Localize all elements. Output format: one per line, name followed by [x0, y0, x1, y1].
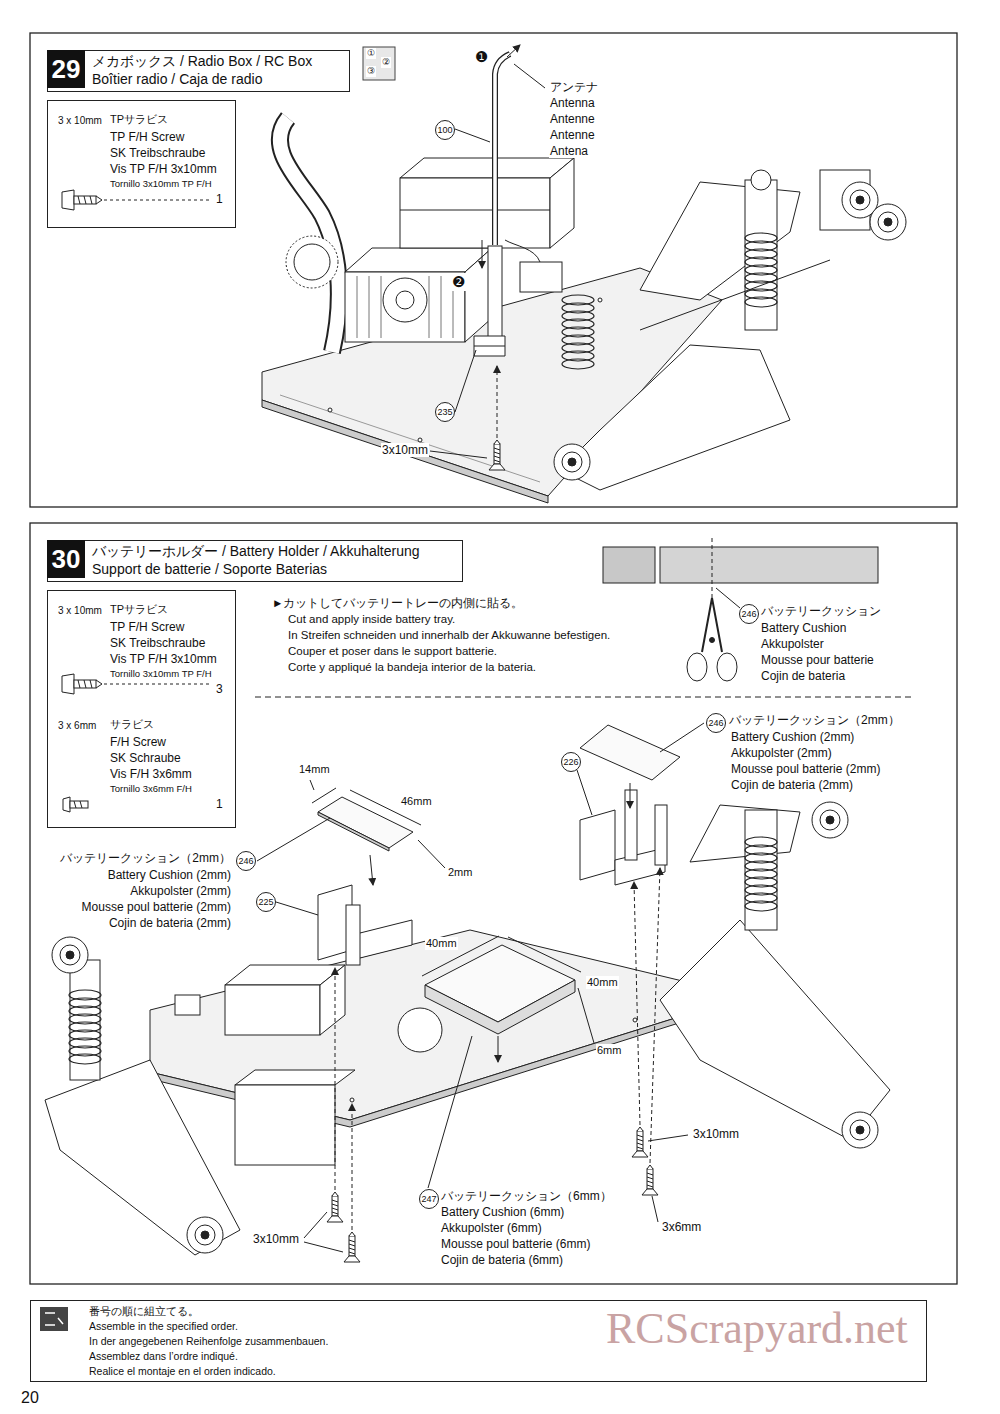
callout-number: 226 — [561, 752, 581, 772]
step-title: Boîtier radio / Caja de radio — [92, 71, 262, 88]
screw-size: 3 x 10mm — [58, 115, 102, 127]
note-text: Assemble in the specified order. — [89, 1320, 238, 1333]
annotation-text: アンテナ — [549, 80, 599, 94]
annotation-text: ① — [366, 48, 376, 59]
annotation-text: Antenne — [549, 112, 596, 126]
step-header: 30 バッテリーホルダー / Battery Holder / Akkuhalte… — [47, 540, 463, 582]
screw-name: TP F/H Screw — [110, 620, 184, 634]
screw-name: Tornillo 3x10mm TP F/H — [110, 178, 212, 189]
screw-name: SK Treibschraube — [110, 636, 205, 650]
screw-name: Vis TP F/H 3x10mm — [110, 652, 217, 666]
step-title: バッテリーホルダー / Battery Holder / Akkuhalteru… — [92, 543, 420, 560]
screw-size: 3 x 6mm — [58, 720, 96, 732]
screw-name: TP F/H Screw — [110, 130, 184, 144]
annotation-text: ►カットしてバッテリートレーの内側に貼る。 — [271, 597, 524, 611]
annotation-text: 40mm — [586, 976, 619, 989]
screw-count: 1 — [216, 797, 223, 811]
callout-number: 225 — [256, 892, 276, 912]
annotation-text: ③ — [366, 66, 376, 77]
annotation-text: 3x10mm — [692, 1127, 740, 1141]
annotation-text: Akkupolster (2mm) — [730, 746, 833, 760]
annotation-text: 3x10mm — [252, 1232, 300, 1246]
annotation-text: 3x6mm — [661, 1220, 702, 1234]
callout-number: 235 — [435, 402, 455, 422]
note-text: Assemblez dans l’ordre indiqué. — [89, 1350, 238, 1363]
watermark: RCScrapyard.net — [605, 1303, 909, 1356]
annotation-text: バッテリークッション — [760, 604, 882, 618]
annotation-text: ❶ — [474, 48, 489, 66]
annotation-text: 20 — [20, 1388, 40, 1407]
screw-name: TPサラビス — [110, 113, 168, 126]
screw-spec-box: 3 x 10mm TPサラビス TP F/H Screw SK Treibschrau… — [47, 100, 236, 228]
screw-name: Tornillo 3x6mm F/H — [110, 783, 192, 794]
annotation-text: Cojin de bateria — [760, 669, 846, 683]
annotation-text: 2mm — [447, 866, 473, 879]
annotation-text: 40mm — [425, 937, 458, 950]
callout-number: 246 — [706, 713, 726, 733]
step-title: Support de batterie / Soporte Baterias — [92, 561, 327, 578]
annotation-text: バッテリークッション（2mm） — [59, 851, 232, 865]
annotation-text: Battery Cushion (2mm) — [730, 730, 855, 744]
callout-number: 247 — [419, 1189, 439, 1209]
step-number: 30 — [47, 540, 85, 578]
annotation-text: Battery Cushion (2mm) — [107, 868, 232, 882]
screw-name: Vis F/H 3x6mm — [110, 767, 192, 781]
screw-name: F/H Screw — [110, 735, 166, 749]
annotation-text: Akkupolster — [760, 637, 825, 651]
annotation-text: Battery Cushion — [760, 621, 847, 635]
callout-number: 100 — [435, 120, 455, 140]
screw-name: Tornillo 3x10mm TP F/H — [110, 668, 212, 679]
annotation-text: バッテリークッション（6mm） — [440, 1189, 613, 1203]
screw-spec-box: 3 x 10mm TPサラビス TP F/H Screw SK Treibschrau… — [47, 590, 236, 828]
screw-name: TPサラビス — [110, 603, 168, 616]
annotation-text: Mousse poul batterie (2mm) — [81, 900, 232, 914]
annotation-text: Akkupolster (6mm) — [440, 1221, 543, 1235]
annotation-text: Cojin de bateria (2mm) — [108, 916, 232, 930]
annotation-text: Mousse poul batterie (6mm) — [440, 1237, 591, 1251]
annotation-text: Antenna — [549, 96, 596, 110]
annotation-text: ❷ — [451, 273, 466, 291]
screw-count: 1 — [216, 192, 223, 206]
annotation-text: バッテリークッション（2mm） — [728, 713, 901, 727]
note-text: Realice el montaje en el orden indicado. — [89, 1365, 276, 1378]
screw-name: SK Treibschraube — [110, 146, 205, 160]
callout-number: 246 — [236, 851, 256, 871]
annotation-text: ② — [381, 57, 391, 68]
annotation-text: Akkupolster (2mm) — [129, 884, 232, 898]
annotation-text: Mousse pour batterie — [760, 653, 875, 667]
screw-name: SK Schraube — [110, 751, 181, 765]
annotation-text: Cojin de bateria (2mm) — [730, 778, 854, 792]
annotation-text: Couper et poser dans le support batterie… — [287, 645, 498, 659]
callout-number: 246 — [739, 604, 759, 624]
annotation-text: Mousse poul batterie (2mm) — [730, 762, 881, 776]
annotation-text: Cut and apply inside battery tray. — [287, 613, 456, 627]
annotation-text: Antenne — [549, 128, 596, 142]
annotation-text: 14mm — [298, 763, 331, 776]
annotation-text: Cojin de bateria (6mm) — [440, 1253, 564, 1267]
screw-name: サラビス — [110, 718, 154, 731]
screw-count: 3 — [216, 682, 223, 696]
annotation-text: 46mm — [400, 795, 433, 808]
step-header: 29 メカボックス / Radio Box / RC BoxBoîtier rad… — [47, 50, 350, 92]
step-title: メカボックス / Radio Box / RC Box — [92, 53, 312, 70]
annotation-text: Corte y appliqué la bandeja interior de … — [287, 661, 537, 675]
step-number: 29 — [47, 50, 85, 88]
annotation-text: Battery Cushion (6mm) — [440, 1205, 565, 1219]
note-text: 番号の順に組立てる。 — [89, 1305, 199, 1318]
annotation-text: Antena — [549, 144, 589, 158]
note-text: In der angegebenen Reihenfolge zusammenb… — [89, 1335, 328, 1348]
screw-size: 3 x 10mm — [58, 605, 102, 617]
screw-name: Vis TP F/H 3x10mm — [110, 162, 217, 176]
annotation-text: In Streifen schneiden und innerhalb der … — [287, 629, 611, 643]
annotation-text: 6mm — [596, 1044, 622, 1057]
annotation-text: 3x10mm — [381, 443, 429, 457]
